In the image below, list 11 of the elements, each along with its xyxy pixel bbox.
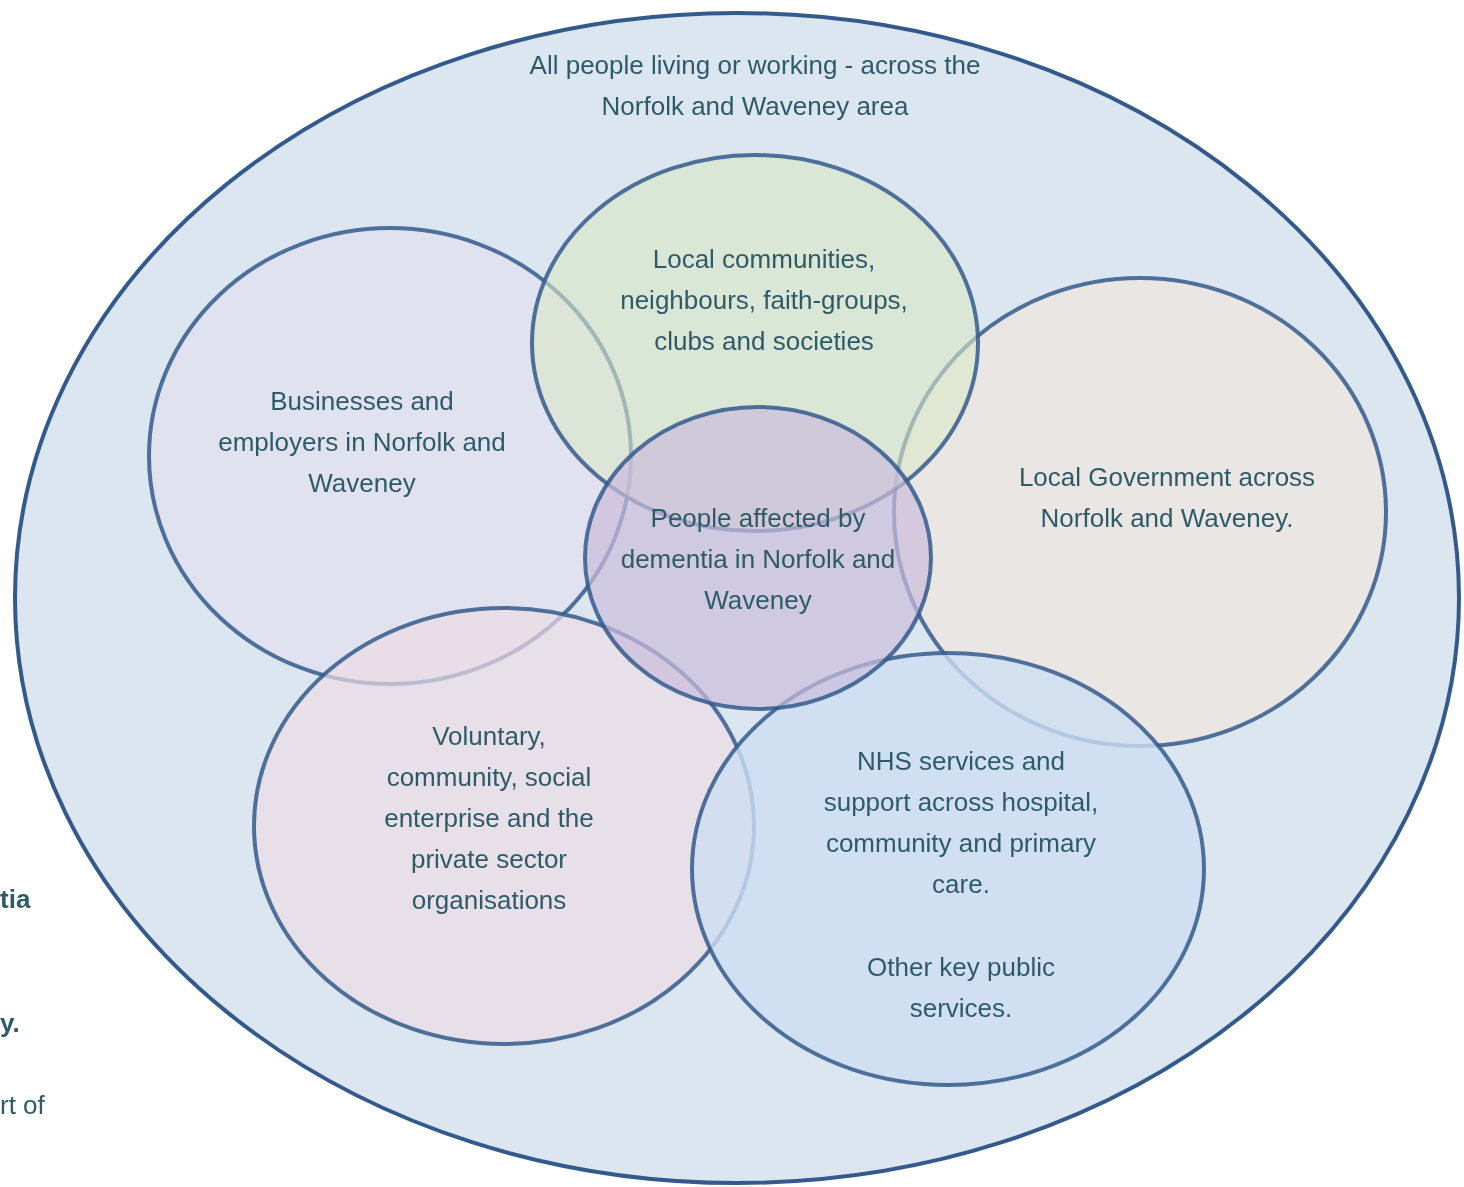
ellipse-note: Other key public services.: [866, 951, 1056, 1025]
ellipse-label: Local communities, neighbours, faith-groups, clubs and societies: [619, 242, 909, 358]
ellipse-label: All people living or working - across the Norfolk and Waveney area: [528, 49, 982, 123]
ellipse-label: Local Government across Norfolk and Waveney.: [1017, 461, 1317, 535]
cut-off-text: tia: [0, 884, 31, 915]
cut-off-text: rt of: [0, 1090, 45, 1121]
ellipse-label: NHS services and support across hospital, community and primary care.: [822, 745, 1100, 901]
ellipse-label: Businesses and employers in Norfolk and Waveney: [217, 384, 507, 500]
ellipse-label: Voluntary, community, social enterprise and the private sector organisations: [383, 719, 595, 917]
cut-off-text: y.: [0, 1008, 20, 1039]
ellipse-label: People affected by dementia in Norfolk and Waveney: [620, 501, 896, 617]
